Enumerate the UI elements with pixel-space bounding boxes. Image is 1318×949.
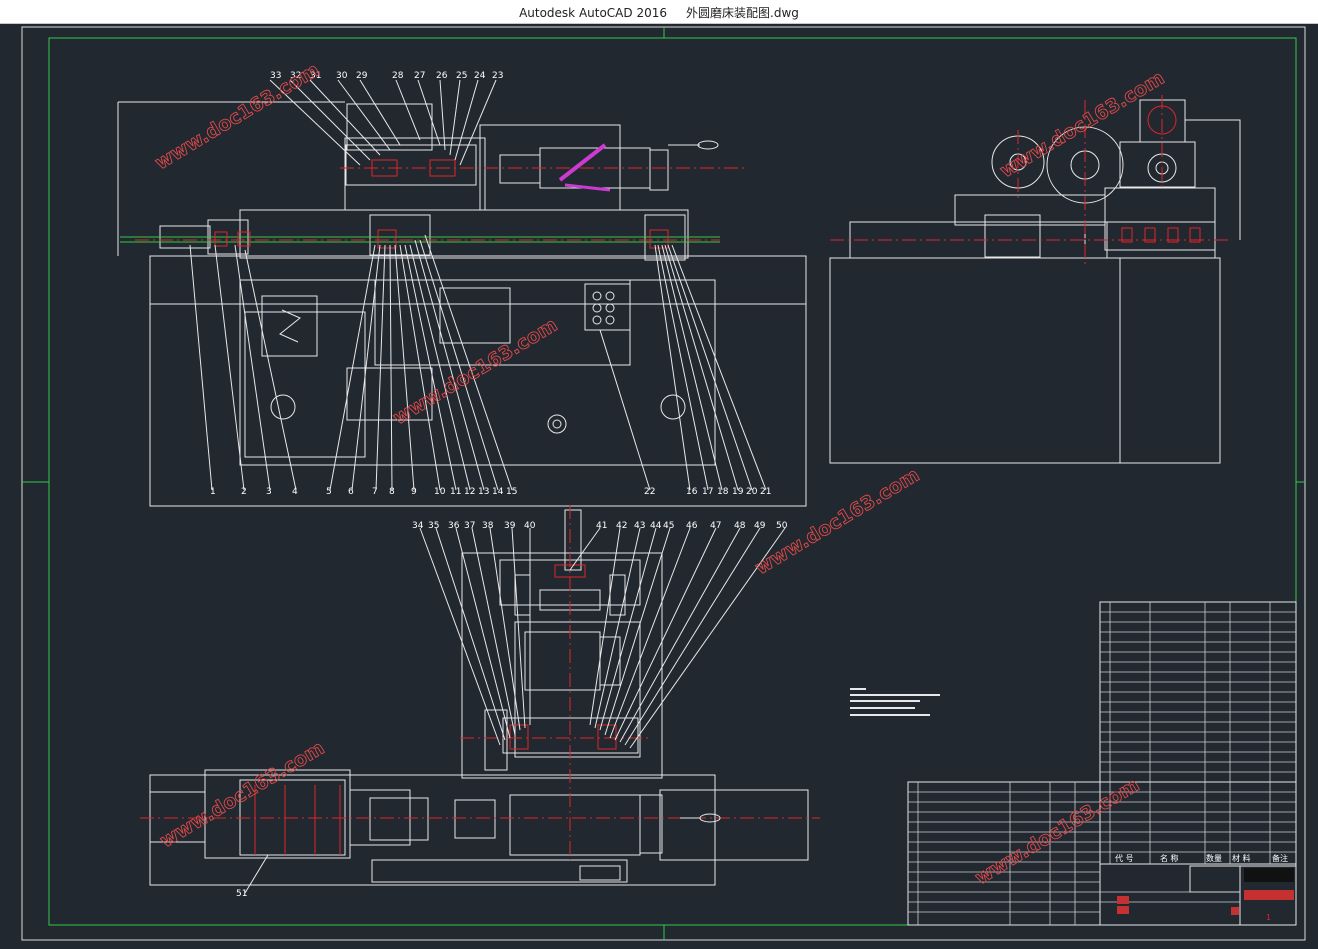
balloon-30: 30	[336, 71, 348, 81]
window-title: Autodesk AutoCAD 2016 外圆磨床装配图.dwg	[519, 6, 799, 20]
side-view	[829, 95, 1241, 464]
balloon-42: 42	[616, 521, 627, 531]
balloon-16: 16	[686, 487, 698, 497]
balloon-9: 9	[411, 487, 417, 497]
balloon-43: 43	[634, 521, 645, 531]
title-block	[907, 601, 1297, 926]
balloon-1: 1	[210, 487, 216, 497]
balloon-46: 46	[686, 521, 698, 531]
drawing-viewport[interactable]: 33 32 31 30 29 28 27 26 25 24 23 1 2 3 4…	[0, 24, 1318, 945]
balloon-18: 18	[717, 487, 729, 497]
lower-view	[140, 505, 820, 886]
balloon-48: 48	[734, 521, 746, 531]
balloon-36: 36	[448, 521, 460, 531]
watermarks: www.doc163.com www.doc163.com www.doc163…	[151, 58, 1169, 889]
balloon-7: 7	[372, 487, 378, 497]
balloon-41: 41	[596, 521, 607, 531]
header-qty: 数量	[1206, 853, 1222, 863]
balloon-20: 20	[746, 487, 758, 497]
balloon-5: 5	[326, 487, 332, 497]
balloon-44: 44	[650, 521, 662, 531]
balloon-11: 11	[450, 487, 461, 497]
balloon-26: 26	[436, 71, 448, 81]
sheet-number: 1	[1266, 913, 1271, 922]
cad-drawing[interactable]: 33 32 31 30 29 28 27 26 25 24 23 1 2 3 4…	[0, 24, 1318, 945]
balloon-3: 3	[266, 487, 272, 497]
balloon-22: 22	[644, 487, 655, 497]
balloon-12: 12	[464, 487, 475, 497]
balloon-49: 49	[754, 521, 766, 531]
watermark: www.doc163.com	[156, 737, 328, 852]
header-name: 名 称	[1160, 853, 1179, 863]
balloon-47: 47	[710, 521, 721, 531]
balloon-31: 31	[310, 71, 321, 81]
header-note: 备注	[1272, 853, 1288, 863]
balloon-29: 29	[356, 71, 368, 81]
watermark: www.doc163.com	[996, 67, 1168, 182]
leader-lines	[189, 79, 786, 894]
balloon-15: 15	[506, 487, 517, 497]
part-balloons: 33 32 31 30 29 28 27 26 25 24 23 1 2 3 4…	[210, 71, 788, 899]
parts-table-header: 代 号 名 称 数量 材 料 备注 1	[1115, 853, 1288, 922]
title-bar: Autodesk AutoCAD 2016 外圆磨床装配图.dwg	[0, 0, 1318, 24]
watermark: www.doc163.com	[151, 59, 323, 174]
header-code: 代 号	[1115, 853, 1134, 863]
balloon-28: 28	[392, 71, 404, 81]
balloon-10: 10	[434, 487, 446, 497]
balloon-13: 13	[478, 487, 489, 497]
technical-notes	[850, 688, 940, 716]
balloon-27: 27	[414, 71, 425, 81]
front-view	[117, 101, 807, 507]
balloon-6: 6	[348, 487, 354, 497]
balloon-40: 40	[524, 521, 536, 531]
balloon-14: 14	[492, 487, 504, 497]
balloon-37: 37	[464, 521, 475, 531]
balloon-19: 19	[732, 487, 744, 497]
balloon-24: 24	[474, 71, 486, 81]
balloon-45: 45	[663, 521, 674, 531]
watermark: www.doc163.com	[389, 314, 561, 429]
balloon-25: 25	[456, 71, 467, 81]
balloon-34: 34	[412, 521, 424, 531]
balloon-17: 17	[702, 487, 713, 497]
balloon-50: 50	[776, 521, 788, 531]
balloon-2: 2	[241, 487, 247, 497]
balloon-38: 38	[482, 521, 494, 531]
balloon-23: 23	[492, 71, 503, 81]
balloon-8: 8	[389, 487, 395, 497]
balloon-33: 33	[270, 71, 281, 81]
balloon-4: 4	[292, 487, 298, 497]
header-material: 材 料	[1232, 853, 1251, 863]
center-marks	[22, 27, 1305, 940]
balloon-21: 21	[760, 487, 771, 497]
balloon-39: 39	[504, 521, 516, 531]
balloon-32: 32	[290, 71, 301, 81]
balloon-51: 51	[236, 889, 247, 899]
balloon-35: 35	[428, 521, 439, 531]
